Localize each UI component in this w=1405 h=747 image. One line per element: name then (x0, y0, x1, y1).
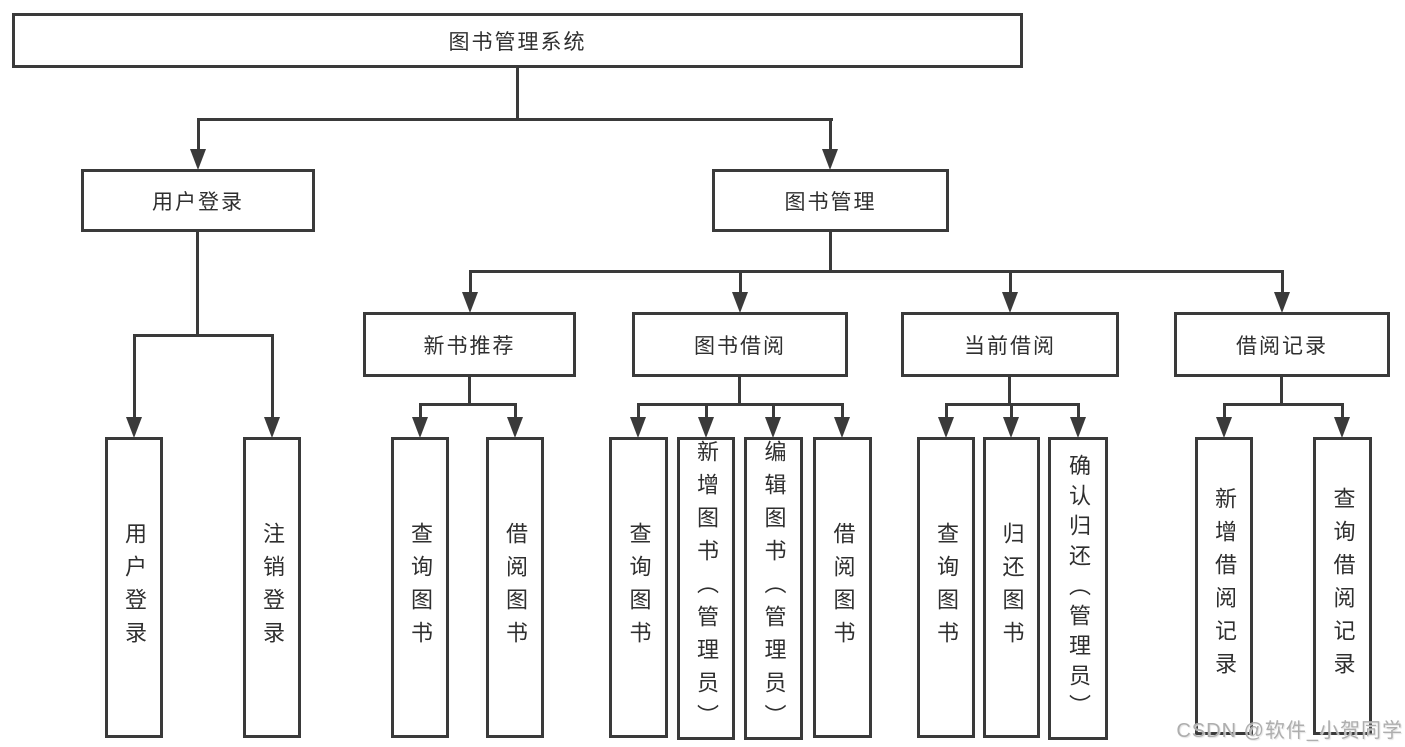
connector-line (516, 68, 519, 120)
connector-line (1008, 377, 1011, 405)
arrow-down-icon (507, 417, 523, 438)
node-root-label: 图书管理系统 (448, 30, 587, 54)
arrow-down-icon (765, 417, 781, 438)
arrow-shaft-line (133, 334, 136, 424)
connector-line (829, 232, 832, 272)
leaf-add-borrow-record: 新增借阅记录 (1195, 437, 1253, 735)
leaf-query-books-recommend: 查询图书 (391, 437, 449, 738)
node-book-borrowing-label: 图书借阅 (694, 334, 786, 358)
leaf-confirm-return-admin: 确认归还（管理员） (1048, 437, 1108, 740)
arrow-down-icon (822, 149, 838, 170)
leaf-user-login: 用户登录 (105, 437, 163, 738)
leaf-query-books-recommend-label: 查询图书 (408, 521, 433, 654)
arrow-down-icon (1334, 417, 1350, 438)
connector-line (1280, 377, 1283, 405)
arrow-shaft-line (197, 118, 200, 156)
arrow-shaft-line (1223, 403, 1226, 424)
arrow-shaft-line (419, 403, 422, 424)
connector-line (469, 270, 1284, 273)
leaf-return-books: 归还图书 (983, 437, 1040, 738)
arrow-shaft-line (772, 403, 775, 424)
arrow-down-icon (1274, 292, 1290, 313)
arrow-shaft-line (945, 403, 948, 424)
leaf-add-borrow-record-label: 新增借阅记录 (1212, 487, 1237, 685)
leaf-add-books-admin-label: 新增图书（管理员） (694, 440, 719, 737)
node-borrowing-records-label: 借阅记录 (1236, 334, 1328, 358)
leaf-query-books-borrowing: 查询图书 (609, 437, 668, 738)
node-new-book-recommend-label: 新书推荐 (423, 334, 516, 358)
connector-line (468, 377, 471, 405)
leaf-confirm-return-admin-label: 确认归还（管理员） (1066, 453, 1091, 724)
leaf-borrow-books-borrowing: 借阅图书 (813, 437, 872, 738)
connector-line (738, 377, 741, 405)
arrow-shaft-line (514, 403, 517, 424)
leaf-edit-books-admin-label: 编辑图书（管理员） (761, 440, 787, 737)
leaf-edit-books-admin: 编辑图书（管理员） (744, 437, 803, 740)
arrow-shaft-line (841, 403, 844, 424)
arrow-down-icon (462, 292, 478, 313)
arrow-down-icon (126, 417, 142, 438)
leaf-query-books-borrowing-label: 查询图书 (626, 521, 652, 654)
node-borrowing-records: 借阅记录 (1174, 312, 1390, 377)
connector-line (1223, 403, 1344, 406)
arrow-shaft-line (469, 270, 472, 299)
arrow-shaft-line (271, 334, 274, 424)
connector-line (197, 118, 833, 121)
arrow-down-icon (1002, 292, 1018, 313)
node-book-management-label: 图书管理 (784, 190, 877, 214)
node-user-login: 用户登录 (81, 169, 315, 232)
arrow-down-icon (698, 417, 714, 438)
arrow-down-icon (190, 149, 206, 170)
leaf-query-books-current: 查询图书 (917, 437, 975, 738)
arrow-shaft-line (1281, 270, 1284, 299)
arrow-down-icon (938, 417, 954, 438)
arrow-shaft-line (829, 118, 832, 156)
arrow-shaft-line (637, 403, 640, 424)
node-root: 图书管理系统 (12, 13, 1023, 68)
leaf-query-borrow-record: 查询借阅记录 (1313, 437, 1372, 735)
node-book-borrowing: 图书借阅 (632, 312, 848, 377)
arrow-down-icon (732, 292, 748, 313)
arrow-down-icon (412, 417, 428, 438)
node-current-borrowing-label: 当前借阅 (964, 334, 1056, 358)
arrow-shaft-line (705, 403, 708, 424)
node-new-book-recommend: 新书推荐 (363, 312, 576, 377)
leaf-add-books-admin: 新增图书（管理员） (677, 437, 735, 740)
arrow-shaft-line (1077, 403, 1080, 424)
arrow-down-icon (1216, 417, 1232, 438)
leaf-borrow-books-recommend-label: 借阅图书 (503, 521, 528, 654)
arrow-down-icon (834, 417, 850, 438)
leaf-user-login-label: 用户登录 (122, 521, 147, 654)
leaf-logout: 注销登录 (243, 437, 301, 738)
node-user-login-label: 用户登录 (152, 190, 244, 214)
arrow-shaft-line (1010, 403, 1013, 424)
connector-line (196, 232, 199, 336)
node-current-borrowing: 当前借阅 (901, 312, 1119, 377)
connector-line (637, 403, 844, 406)
leaf-borrow-books-borrowing-label: 借阅图书 (830, 521, 856, 654)
arrow-down-icon (1003, 417, 1019, 438)
node-book-management: 图书管理 (712, 169, 949, 232)
leaf-query-borrow-record-label: 查询借阅记录 (1330, 487, 1356, 685)
arrow-down-icon (264, 417, 280, 438)
leaf-query-books-current-label: 查询图书 (934, 521, 959, 654)
arrow-down-icon (630, 417, 646, 438)
connector-line (133, 334, 274, 337)
csdn-watermark: CSDN @软件_小贺同学 (1176, 720, 1403, 742)
leaf-borrow-books-recommend: 借阅图书 (486, 437, 544, 738)
arrow-down-icon (1070, 417, 1086, 438)
leaf-return-books-label: 归还图书 (999, 521, 1025, 654)
connector-line (419, 403, 517, 406)
arrow-shaft-line (1341, 403, 1344, 424)
arrow-shaft-line (739, 270, 742, 299)
leaf-logout-label: 注销登录 (260, 521, 285, 654)
arrow-shaft-line (1009, 270, 1012, 299)
